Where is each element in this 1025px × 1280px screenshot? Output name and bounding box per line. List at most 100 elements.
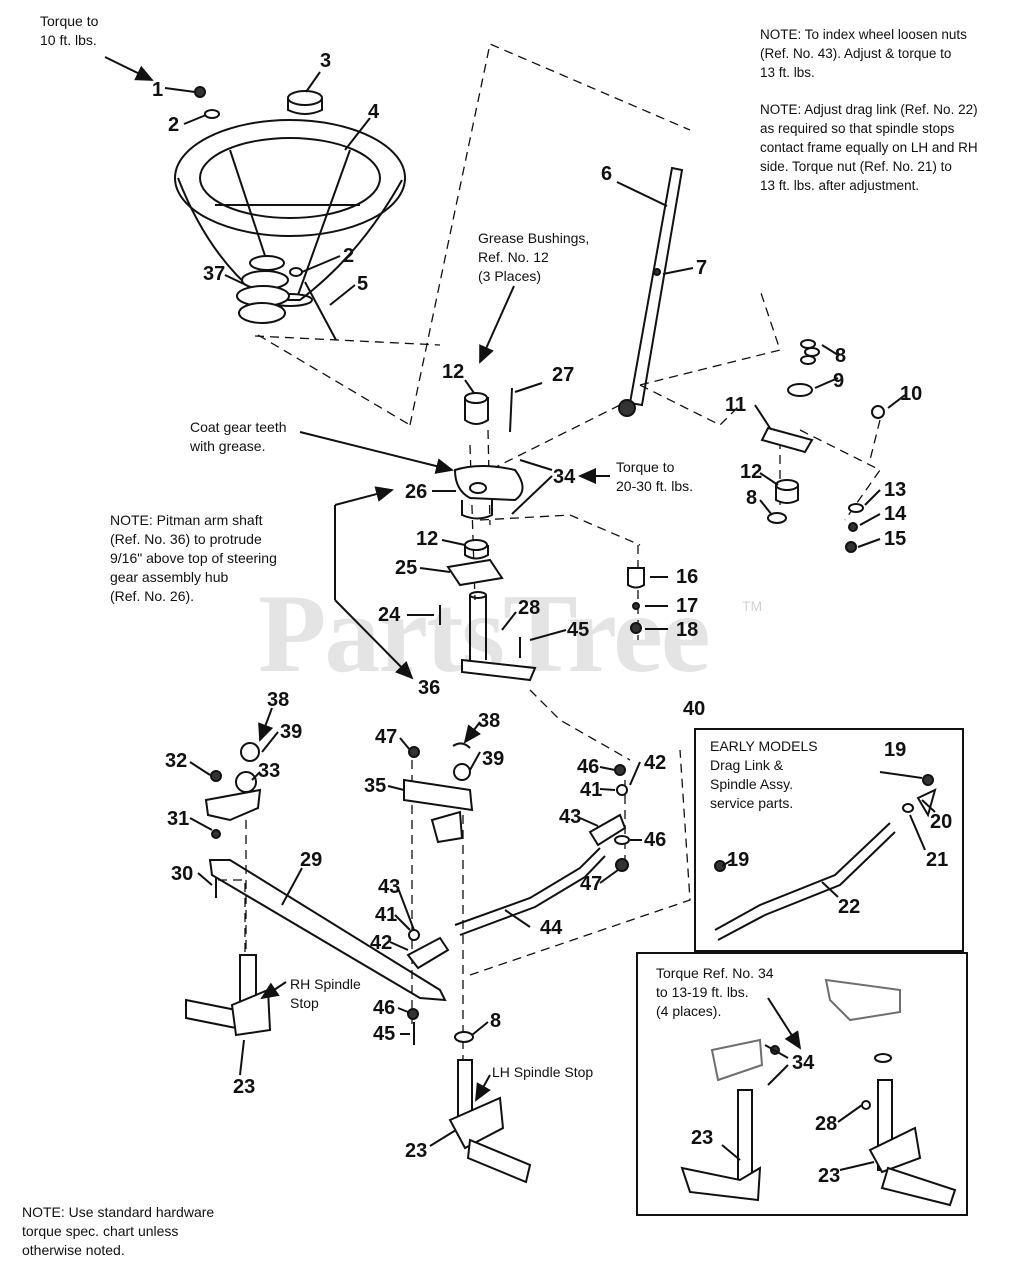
center-steering-link [403,742,474,844]
callout-12c: 12 [740,461,762,483]
callout-8c: 8 [490,1010,501,1032]
callout-18: 18 [676,619,698,641]
callout-38a: 38 [267,689,289,711]
callout-33: 33 [258,760,280,782]
callout-12a: 12 [442,361,464,383]
label-rh-spindle-stop: RH Spindle Stop [290,976,361,1011]
callout-39a: 39 [280,721,302,743]
note-torque-ref-34: Torque Ref. No. 34 to 13-19 ft. lbs. (4 … [656,965,774,1019]
callout-14: 14 [884,503,907,525]
callout-9: 9 [833,370,844,392]
lh-spindle-assembly [448,1031,532,1184]
assembly-lines [218,43,881,1060]
callout-7: 7 [696,257,707,279]
callout-26: 26 [405,481,427,503]
callout-19b: 19 [727,849,749,871]
callout-13: 13 [884,479,906,501]
bolt-part [304,281,337,341]
callout-38b: 38 [478,710,500,732]
note-coat-gear: Coat gear teeth with grease. [190,419,287,454]
callout-28b: 28 [815,1113,837,1135]
callout-45b: 45 [373,1023,395,1045]
callout-31: 31 [167,808,189,830]
callout-23c: 23 [691,1127,713,1149]
washer-part-lower [289,267,303,277]
callout-15: 15 [884,528,906,550]
callout-46c: 46 [373,997,395,1019]
callout-47a: 47 [375,726,397,748]
callout-23a: 23 [233,1076,255,1098]
torque-ref-box [636,952,968,1216]
washer-part [204,109,220,119]
callout-42b: 42 [370,932,392,954]
callout-6: 6 [601,163,612,185]
pitman-arm [461,591,537,682]
callout-43a: 43 [559,806,581,828]
callout-30: 30 [171,863,193,885]
steering-shaft [618,166,684,417]
callout-32: 32 [165,750,187,772]
note-pitman-arm: NOTE: Pitman arm shaft (Ref. No. 36) to … [110,512,277,604]
callout-16: 16 [676,566,698,588]
callout-12b: 12 [416,528,438,550]
support-plate [446,558,504,587]
callout-40: 40 [683,698,705,720]
callout-36: 36 [418,677,440,699]
callout-46a: 46 [577,756,599,778]
callout-11: 11 [725,394,746,416]
callout-27: 27 [552,364,574,386]
callout-8a: 8 [835,345,846,367]
note-torque-10: Torque to 10 ft. lbs. [40,13,99,48]
spacer-16 [627,567,645,589]
rh-spindle-assembly [185,742,447,1037]
callout-34b: 34 [792,1052,815,1074]
callout-1: 1 [152,79,163,101]
callout-34a: 34 [553,466,576,488]
callout-43b: 43 [378,876,400,898]
callout-19a: 19 [884,739,906,761]
callout-23d: 23 [818,1165,840,1187]
callout-45a: 45 [567,619,589,641]
callout-46b: 46 [644,829,666,851]
callout-37: 37 [203,263,225,285]
callout-41b: 41 [375,904,397,926]
callout-29: 29 [300,849,322,871]
callout-39b: 39 [482,748,504,770]
bellows-boot [236,255,290,324]
callout-44: 44 [540,917,563,939]
part-number-callouts: 1 2 3 4 2 5 37 6 7 12 27 34 26 12 25 24 … [152,50,952,1187]
note-index-wheel: NOTE: To index wheel loosen nuts (Ref. N… [760,27,967,80]
wheel-cap [287,90,323,115]
steering-gear [453,465,524,520]
note-drag-link: NOTE: Adjust drag link (Ref. No. 22) as … [760,102,978,193]
note-grease-bushings: Grease Bushings, Ref. No. 12 (3 Places) [478,230,590,284]
label-lh-spindle-stop: LH Spindle Stop [492,1064,594,1080]
tie-rod [406,764,630,1045]
callout-24: 24 [378,604,401,626]
early-spindle-parts [680,978,957,1207]
nut-part [194,86,206,98]
note-early-models: EARLY MODELS Drag Link & Spindle Assy. s… [710,738,818,811]
callout-23b: 23 [405,1140,427,1162]
early-models-box [694,728,964,952]
callout-4: 4 [368,101,380,123]
callout-20: 20 [930,811,952,833]
callout-5: 5 [357,273,368,295]
callout-42a: 42 [644,752,666,774]
callout-10: 10 [900,383,922,405]
callout-35: 35 [364,775,386,797]
leader-lines [104,56,936,1171]
callout-47b: 47 [580,873,602,895]
callout-28a: 28 [518,597,540,619]
callout-22: 22 [838,896,860,918]
callout-2: 2 [168,114,179,136]
callout-41a: 41 [580,779,602,801]
callout-3: 3 [320,50,331,72]
callout-2b: 2 [343,245,354,267]
trademark-mark: TM [742,598,763,614]
note-torque-20-30: Torque to 20-30 ft. lbs. [616,459,694,494]
note-standard-hardware: NOTE: Use standard hardware torque spec.… [22,1204,215,1258]
early-drag-link [714,774,937,941]
callout-8b: 8 [746,487,757,509]
